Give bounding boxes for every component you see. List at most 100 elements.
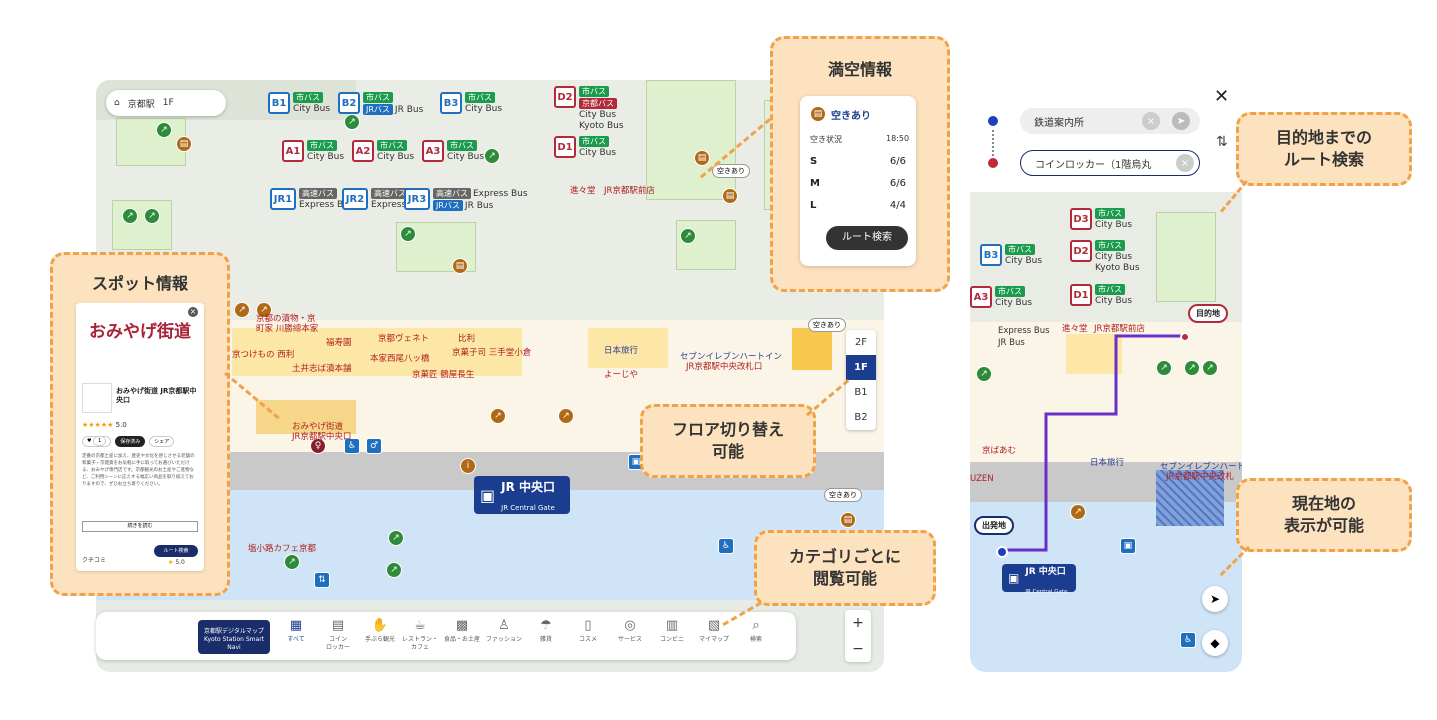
location-selector[interactable]: ⌂ 京都駅 1F — [106, 90, 226, 116]
escalator-icon[interactable]: ↗ — [234, 302, 250, 318]
escalator-icon[interactable]: ↗ — [490, 408, 506, 424]
shop-label[interactable]: JR京都駅中央口 — [292, 432, 352, 442]
escalator-icon[interactable]: ↗ — [484, 148, 500, 164]
locate-me-icon[interactable]: ➤ — [1202, 586, 1228, 612]
floor-switcher[interactable]: 2F 1F B1 B2 — [846, 330, 876, 430]
destination-input[interactable]: コインロッカー（1階烏丸 — [1020, 150, 1200, 176]
shop-label[interactable]: 進々堂 — [570, 186, 596, 196]
escalator-icon[interactable]: ↗ — [388, 530, 404, 546]
info-icon[interactable]: i — [460, 458, 476, 474]
destination-pin[interactable]: 目的地 — [1188, 304, 1228, 323]
navigate-icon[interactable]: ➤ — [1172, 112, 1190, 130]
locker-icon[interactable]: ▤ — [176, 136, 192, 152]
locker-icon[interactable]: ▤ — [722, 188, 738, 204]
escalator-icon[interactable]: ↗ — [1202, 360, 1218, 376]
vacancy-pin[interactable]: 空きあり — [712, 164, 750, 178]
floor-b2[interactable]: B2 — [854, 412, 868, 423]
wheelchair-icon[interactable]: ♿ — [718, 538, 734, 554]
restroom-icon[interactable]: ♂ — [366, 438, 382, 454]
locker-icon[interactable]: ▤ — [452, 258, 468, 274]
shop-label[interactable]: 京都の漬物・京 — [256, 314, 316, 324]
escalator-icon[interactable]: ↗ — [400, 226, 416, 242]
category-cosmetics[interactable]: ▯コスメ — [570, 618, 606, 644]
escalator-icon[interactable]: ↗ — [558, 408, 574, 424]
escalator-icon[interactable]: ↗ — [344, 114, 360, 130]
escalator-icon[interactable]: ↗ — [144, 208, 160, 224]
escalator-icon[interactable]: ↗ — [122, 208, 138, 224]
shop-label[interactable]: 比利 — [458, 334, 476, 344]
shop-label[interactable]: Express Bus — [998, 326, 1050, 336]
shop-label[interactable]: 日本旅行 — [604, 346, 639, 356]
locker-icon[interactable]: ▤ — [694, 150, 710, 166]
shop-label[interactable]: おみやげ街道 — [292, 422, 344, 432]
category-hands-free[interactable]: ✋手ぶら観光 — [362, 618, 398, 644]
category-locker[interactable]: ▤コイン ロッカー — [320, 618, 356, 652]
close-icon[interactable]: ✕ — [1214, 86, 1230, 107]
shop-label[interactable]: 京都ヴェネト — [378, 334, 430, 344]
escalator-icon[interactable]: ↗ — [1184, 360, 1200, 376]
escalator-icon[interactable]: ↗ — [1156, 360, 1172, 376]
shop-label[interactable]: JR京都駅中央改札口 — [686, 362, 763, 372]
shop-label[interactable]: 進々堂 — [1062, 324, 1088, 334]
vacancy-pin[interactable]: 空きあり — [824, 488, 862, 502]
elevator-icon[interactable]: ⇅ — [314, 572, 330, 588]
floor-b1[interactable]: B1 — [854, 387, 868, 398]
read-more-button[interactable]: 続きを読む — [82, 521, 198, 532]
shop-label[interactable]: 京菓匠 鶴屋長生 — [412, 370, 475, 380]
shop-label[interactable]: 日本旅行 — [1090, 458, 1125, 468]
shop-label[interactable]: 町家 川勝總本家 — [256, 324, 319, 334]
clear-origin-icon[interactable]: × — [1142, 112, 1160, 130]
shop-label[interactable]: JR Bus — [998, 338, 1025, 348]
escalator-icon[interactable]: ↗ — [386, 562, 402, 578]
home-icon[interactable]: ⌂ — [114, 98, 120, 108]
compass-icon[interactable]: ◆ — [1202, 630, 1228, 656]
shop-label[interactable]: 京ばあむ — [982, 446, 1017, 456]
floor-1f[interactable]: 1F — [846, 355, 876, 380]
shop-label[interactable]: UZEN — [970, 474, 994, 484]
shop-label[interactable]: JR京都駅前店 — [1094, 324, 1145, 334]
origin-pin[interactable]: 出発地 — [974, 516, 1014, 535]
zoom-out-button[interactable]: − — [852, 641, 864, 657]
category-all[interactable]: ▦すべて — [278, 618, 314, 644]
vacancy-pin[interactable]: 空きあり — [808, 318, 846, 332]
saved-button[interactable]: 保存済み — [115, 436, 146, 447]
escalator-icon[interactable]: ↗ — [976, 366, 992, 382]
close-icon[interactable]: × — [188, 307, 198, 317]
category-fashion[interactable]: ♙ファッション — [486, 618, 523, 643]
shop-label[interactable]: 福寿園 — [326, 338, 352, 348]
shop-label[interactable]: セブンイレブンハートイン — [680, 352, 783, 362]
category-service[interactable]: ◎サービス — [612, 618, 648, 644]
category-restaurant[interactable]: ☕レストラン・ カフェ — [402, 618, 439, 651]
wheelchair-icon[interactable]: ♿ — [344, 438, 360, 454]
escalator-icon[interactable]: ↗ — [256, 302, 272, 318]
shop-label[interactable]: 本家西尾八ッ橋 — [370, 354, 430, 364]
locker-icon[interactable]: ▤ — [840, 512, 856, 528]
clear-destination-icon[interactable]: × — [1176, 154, 1194, 172]
shop-label[interactable]: よーじや — [604, 370, 639, 380]
category-search[interactable]: ⌕検索 — [738, 618, 774, 644]
category-mymap[interactable]: ▧マイマップ — [696, 618, 732, 644]
shop-label[interactable]: 京菓子司 三手堂小倉 — [452, 348, 532, 358]
origin-input[interactable]: 鉄道案内所 — [1020, 108, 1200, 134]
category-food-souvenir[interactable]: ▩食品・お土産 — [444, 618, 481, 643]
wheelchair-icon[interactable]: ♿ — [1180, 632, 1196, 648]
